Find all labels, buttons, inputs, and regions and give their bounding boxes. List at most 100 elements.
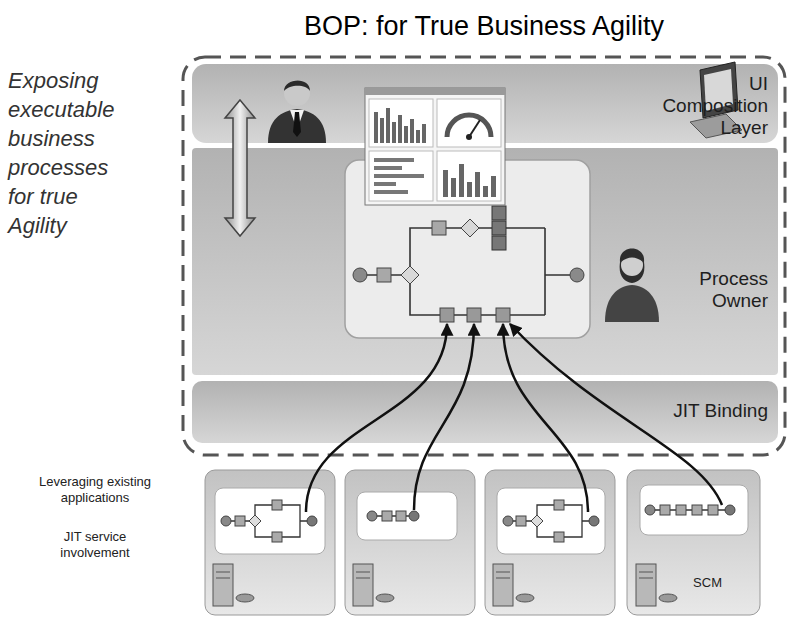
process-panel	[467, 308, 481, 322]
dashboard-screen	[443, 164, 496, 197]
dashboard-screen	[374, 166, 402, 170]
outer-frame	[183, 57, 785, 455]
process-owner-figure	[605, 249, 659, 323]
businessman-figure	[284, 80, 310, 106]
process-owner-figure	[620, 249, 645, 284]
dashboard-screen	[437, 99, 501, 147]
server-icon	[216, 572, 230, 573]
server-icon	[639, 572, 653, 573]
application-process	[272, 500, 282, 510]
dashboard-screen	[422, 124, 426, 143]
dashboard-screen	[365, 88, 505, 205]
application-process	[516, 516, 526, 526]
businessman-figure	[293, 112, 301, 137]
dashboard-screen	[466, 134, 472, 140]
service-arrow	[306, 324, 447, 512]
process-panel	[345, 160, 590, 338]
dashboard-screen	[369, 151, 433, 201]
application-process	[235, 516, 245, 526]
dashboard-screen	[380, 118, 384, 143]
dashboard-screen	[491, 176, 496, 197]
application-process	[409, 511, 419, 521]
process-panel	[440, 308, 454, 322]
application-process	[221, 516, 231, 526]
application-process	[226, 505, 312, 537]
application-process	[660, 505, 670, 515]
dashboard-screen	[374, 158, 424, 194]
server-icon	[496, 578, 510, 579]
application-process	[692, 505, 702, 515]
layer-band: UI Composition Layer	[192, 64, 778, 143]
application-process	[215, 488, 325, 554]
layer-band	[192, 148, 778, 375]
application-process	[372, 515, 414, 516]
server-icon	[213, 564, 233, 606]
layer-band	[192, 64, 778, 143]
application-process	[640, 485, 748, 535]
server-icon	[659, 594, 677, 602]
process-panel	[432, 221, 446, 235]
server-icon	[356, 572, 370, 573]
application-process	[531, 515, 543, 527]
server-icon	[213, 564, 677, 606]
application-process	[650, 509, 730, 510]
application-process	[357, 492, 457, 540]
process-panel	[345, 160, 590, 338]
server-icon	[636, 564, 656, 606]
dashboard-screen	[469, 120, 480, 137]
dashboard-screen	[374, 190, 408, 194]
application-process	[708, 505, 718, 515]
businessman-figure	[284, 80, 310, 91]
application-box	[485, 470, 615, 615]
application-process	[645, 505, 655, 515]
application-process	[367, 511, 377, 521]
process-panel	[401, 266, 419, 284]
server-icon	[353, 564, 373, 606]
dashboard-screen	[374, 174, 424, 178]
layer-label: SCM	[662, 575, 722, 591]
businessman-figure	[290, 110, 304, 130]
process-owner-figure	[621, 253, 643, 262]
dashboard-screen	[374, 108, 426, 143]
process-panel	[496, 308, 510, 322]
server-icon	[236, 594, 254, 602]
dashboard-screen	[374, 182, 396, 186]
diagram-title: BOP: for True Business Agility	[183, 10, 785, 42]
process-panel	[570, 268, 584, 282]
dashboard-screen	[404, 126, 408, 143]
application-process	[676, 505, 686, 515]
dashboard-screen	[467, 182, 472, 197]
process-panel	[353, 268, 367, 282]
application-process	[215, 485, 748, 554]
businessman-figure	[268, 80, 326, 143]
server-icon	[216, 578, 230, 579]
dashboard-screen	[374, 112, 378, 143]
application-process	[508, 505, 594, 537]
application-process	[396, 511, 406, 521]
application-box: SCM	[627, 470, 760, 615]
layer-label: Process Owner	[650, 268, 768, 312]
businessman-figure	[268, 109, 326, 143]
layer-band: JIT Binding	[192, 381, 778, 443]
application-process	[307, 516, 317, 526]
process-owner-figure	[605, 285, 659, 322]
application-process	[554, 532, 564, 542]
process-owner-figure	[621, 254, 643, 276]
dashboard-screen	[451, 178, 456, 197]
layer-band: Process Owner	[192, 148, 778, 375]
server-icon	[516, 594, 534, 602]
dashboard-screen	[386, 108, 390, 143]
dashboard-screen	[483, 186, 488, 197]
dashboard-screen	[416, 130, 420, 143]
dashboard-screen	[410, 119, 414, 143]
application-box	[205, 470, 760, 615]
application-box	[627, 470, 760, 615]
process-panel	[492, 236, 506, 250]
server-icon	[356, 578, 370, 579]
dashboard-screen	[447, 115, 491, 137]
server-icon	[496, 572, 510, 573]
side-caption: Exposing executable business processes f…	[8, 66, 132, 240]
process-panel	[461, 219, 479, 237]
